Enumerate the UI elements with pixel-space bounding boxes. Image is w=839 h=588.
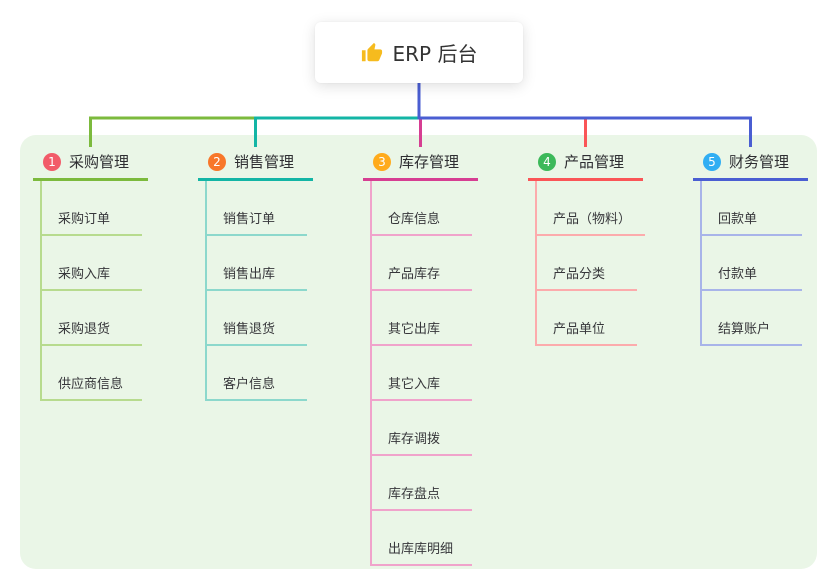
child-node[interactable]: 销售出库: [207, 236, 307, 291]
child-node[interactable]: 产品单位: [537, 291, 637, 346]
child-node[interactable]: 其它出库: [372, 291, 472, 346]
root-node[interactable]: ERP 后台: [315, 22, 523, 83]
child-list: 采购订单采购入库采购退货供应商信息: [40, 181, 148, 401]
branch-node-4[interactable]: 4 产品管理: [528, 145, 643, 181]
child-node[interactable]: 销售订单: [207, 181, 307, 236]
child-list: 仓库信息产品库存其它出库其它入库库存调拨库存盘点出库库明细: [370, 181, 478, 566]
child-list: 回款单付款单结算账户: [700, 181, 808, 346]
branch-title: 产品管理: [564, 153, 625, 171]
child-node[interactable]: 产品（物料）: [537, 181, 646, 236]
branch-4: 4 产品管理产品（物料）产品分类产品单位: [528, 145, 646, 346]
branch-number-badge: 5: [703, 152, 721, 171]
branch-1: 1 采购管理采购订单采购入库采购退货供应商信息: [33, 145, 148, 401]
thumbs-up-icon: [361, 42, 382, 61]
branch-number-badge: 2: [208, 152, 226, 171]
branch-title: 采购管理: [69, 153, 130, 171]
branch-node-2[interactable]: 2 销售管理: [198, 145, 313, 181]
branch-3: 3 库存管理仓库信息产品库存其它出库其它入库库存调拨库存盘点出库库明细: [363, 145, 478, 566]
child-node[interactable]: 库存盘点: [372, 456, 472, 511]
branch-number-badge: 3: [373, 152, 391, 171]
branch-2: 2 销售管理销售订单销售出库销售退货客户信息: [198, 145, 313, 401]
child-node[interactable]: 产品库存: [372, 236, 472, 291]
branch-title: 库存管理: [399, 153, 460, 171]
child-node[interactable]: 付款单: [702, 236, 802, 291]
child-node[interactable]: 仓库信息: [372, 181, 472, 236]
child-node[interactable]: 采购订单: [42, 181, 142, 236]
child-list: 销售订单销售出库销售退货客户信息: [205, 181, 313, 401]
root-title: ERP 后台: [392, 42, 478, 66]
branch-node-3[interactable]: 3 库存管理: [363, 145, 478, 181]
child-list: 产品（物料）产品分类产品单位: [535, 181, 646, 346]
branch-title: 财务管理: [729, 153, 790, 171]
child-node[interactable]: 出库库明细: [372, 511, 472, 566]
branch-5: 5 财务管理回款单付款单结算账户: [693, 145, 808, 346]
child-node[interactable]: 库存调拨: [372, 401, 472, 456]
branch-number-badge: 1: [43, 152, 61, 171]
child-node[interactable]: 回款单: [702, 181, 802, 236]
child-node[interactable]: 产品分类: [537, 236, 637, 291]
child-node[interactable]: 采购入库: [42, 236, 142, 291]
child-node[interactable]: 其它入库: [372, 346, 472, 401]
child-node[interactable]: 采购退货: [42, 291, 142, 346]
child-node[interactable]: 客户信息: [207, 346, 307, 401]
child-node[interactable]: 销售退货: [207, 291, 307, 346]
branch-node-1[interactable]: 1 采购管理: [33, 145, 148, 181]
child-node[interactable]: 供应商信息: [42, 346, 142, 401]
child-node[interactable]: 结算账户: [702, 291, 802, 346]
branch-node-5[interactable]: 5 财务管理: [693, 145, 808, 181]
branch-number-badge: 4: [538, 152, 556, 171]
branch-title: 销售管理: [234, 153, 295, 171]
mindmap-background-panel: [20, 135, 817, 569]
